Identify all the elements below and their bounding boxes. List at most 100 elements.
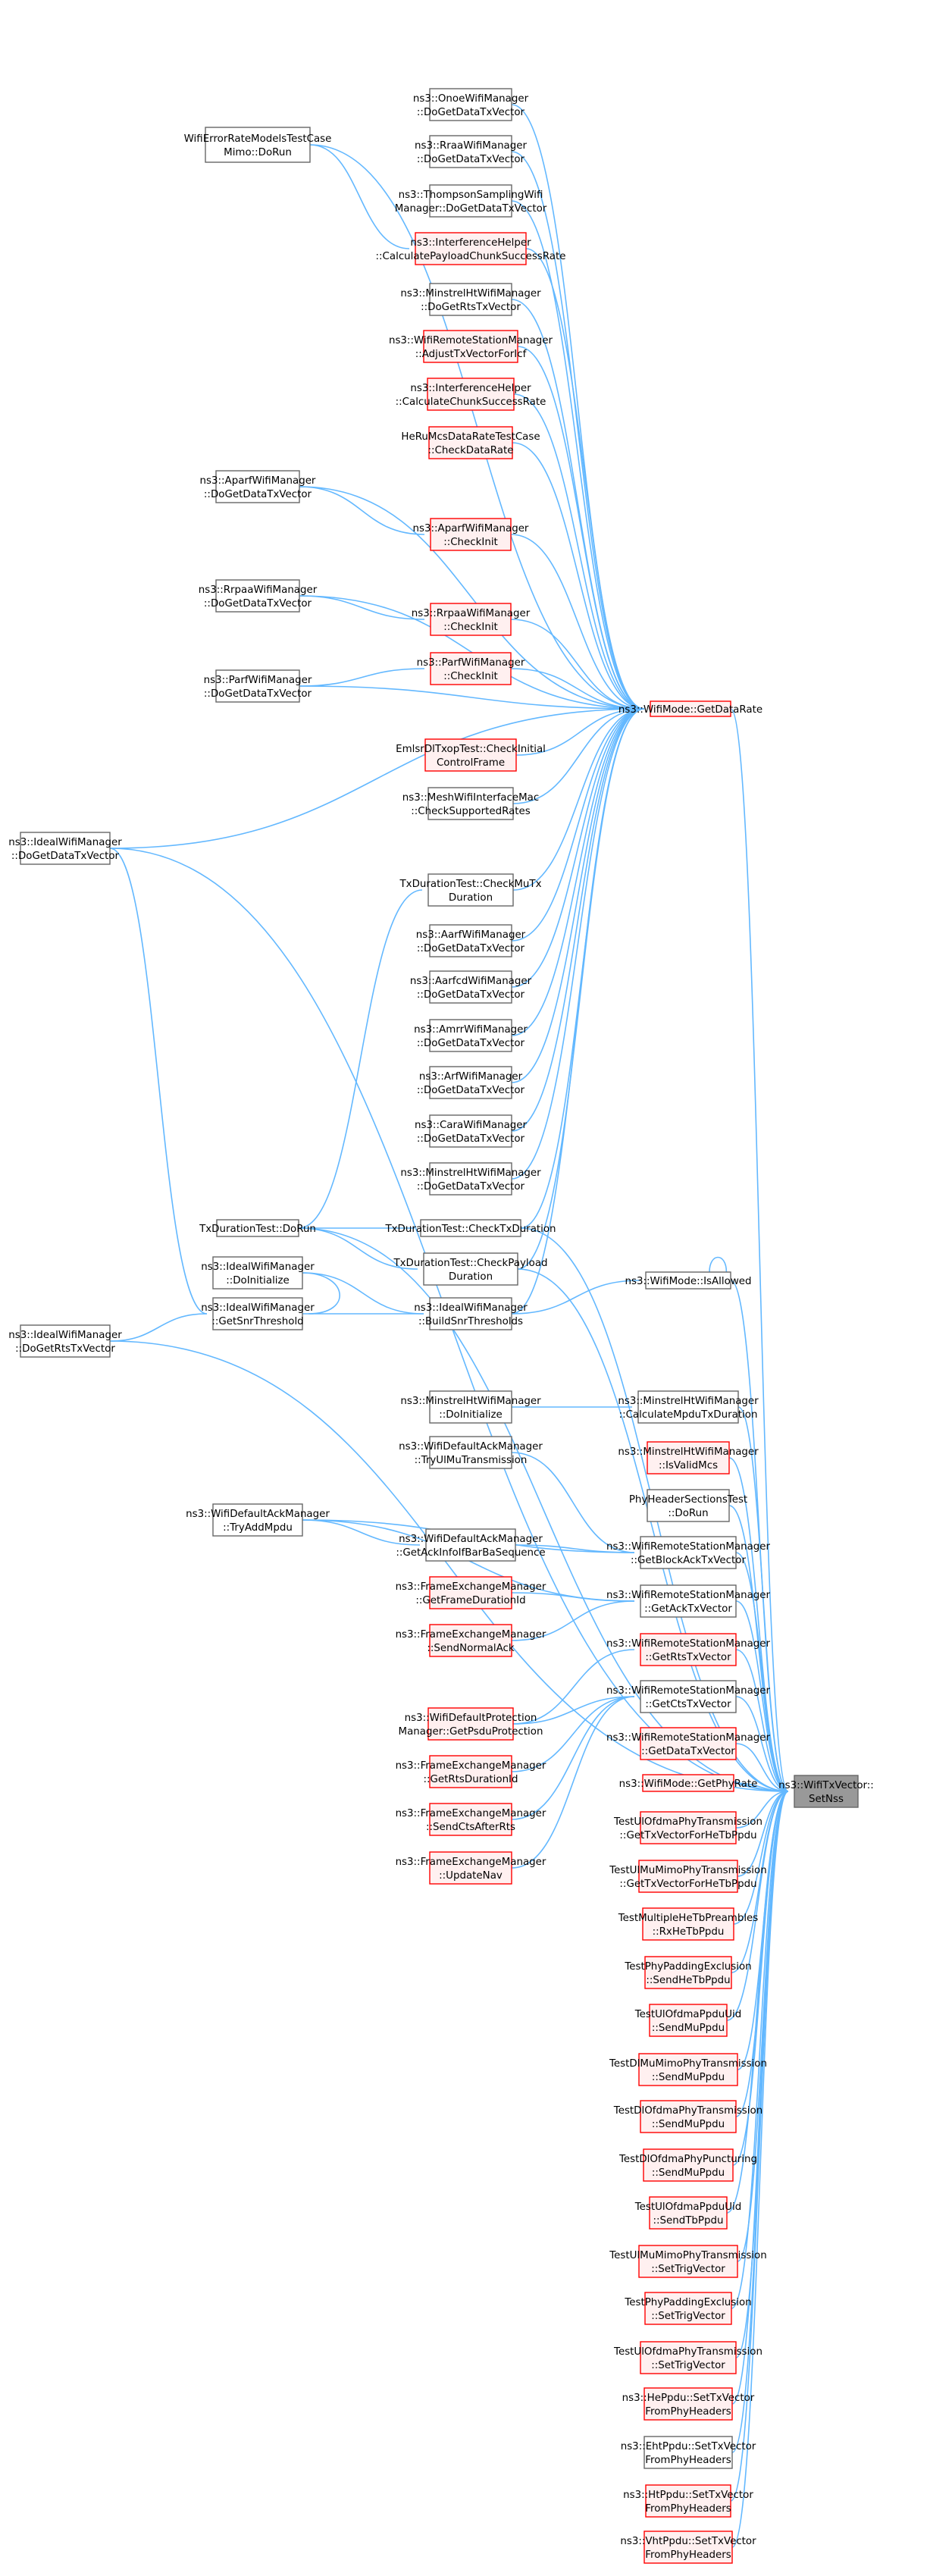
node-aparfdata[interactable]: ns3::AparfWifiManager::DoGetDataTxVector (200, 470, 316, 503)
node-box (638, 2245, 738, 2278)
node-sendcts[interactable]: ns3::FrameExchangeManager::SendCtsAfterR… (396, 1803, 546, 1836)
node-getack[interactable]: ns3::WifiRemoteStationManager::GetAckTxV… (606, 1584, 771, 1618)
node-herumcs[interactable]: HeRuMcsDataRateTestCase::CheckDataRate (401, 426, 540, 459)
node-onoe[interactable]: ns3::OnoeWifiManager::DoGetDataTxVector (413, 88, 529, 121)
node-label: ::CalculatePayloadChunkSuccessRate (376, 251, 566, 262)
node-dlpunct[interactable]: TestDlOfdmaPhyPuncturing::SendMuPpdu (618, 2148, 757, 2182)
node-getblockack[interactable]: ns3::WifiRemoteStationManager::GetBlockA… (606, 1536, 771, 1569)
node-ulofdmtrig[interactable]: TestUlOfdmaPhyTransmission::SetTrigVecto… (613, 2341, 762, 2374)
edge-idealdoinit-to-getsnr (302, 1272, 340, 1315)
node-label: ns3::WifiRemoteStationManager (606, 1638, 771, 1650)
node-box (429, 1297, 512, 1330)
node-ulmimotrig[interactable]: TestUlMuMimoPhyTransmission::SetTrigVect… (609, 2245, 767, 2278)
node-idealrts[interactable]: ns3::IdealWifiManager::DoGetRtsTxVector (8, 1324, 122, 1358)
node-rrpaadata[interactable]: ns3::RrpaaWifiManager::DoGetDataTxVector (199, 579, 318, 613)
node-dlmimosendmu[interactable]: TestDlMuMimoPhyTransmission::SendMuPpdu (609, 2053, 767, 2086)
node-calcchunk[interactable]: ns3::InterferenceHelper::CalculateChunkS… (396, 378, 546, 411)
node-label: ns3::AmrrWifiManager (414, 1024, 528, 1036)
node-padtrig[interactable]: TestPhyPaddingExclusion::SetTrigVector (624, 2292, 752, 2325)
node-calcmpdu[interactable]: ns3::MinstrelHtWifiManager::CalculateMpd… (618, 1390, 759, 1424)
node-label: Manager::DoGetDataTxVector (395, 203, 547, 215)
node-box (429, 283, 512, 316)
node-rrpaainit[interactable]: ns3::RrpaaWifiManager::CheckInit (412, 603, 531, 636)
node-ulmimohetb[interactable]: TestUlMuMimoPhyTransmission::GetTxVector… (609, 1860, 767, 1893)
node-thompson[interactable]: ns3::ThompsonSamplingWifiManager::DoGetD… (395, 184, 547, 218)
node-label: ::CheckInit (443, 537, 498, 548)
node-getrts[interactable]: ns3::WifiRemoteStationManager::GetRtsTxV… (606, 1633, 771, 1666)
node-txdurrun[interactable]: TxDurationTest::DoRun (199, 1219, 316, 1237)
node-getrtsdur[interactable]: ns3::FrameExchangeManager::GetRtsDuratio… (396, 1755, 546, 1788)
node-padsendhetb[interactable]: TestPhyPaddingExclusion::SendHeTbPpdu (624, 1956, 752, 1989)
node-isvalidmcs[interactable]: ns3::MinstrelHtWifiManager::IsValidMcs (618, 1441, 759, 1474)
node-multiplehetb[interactable]: TestMultipleHeTbPreambles::RxHeTbPpdu (618, 1907, 759, 1941)
node-parfinit[interactable]: ns3::ParfWifiManager::CheckInit (417, 652, 525, 685)
node-isallowed[interactable]: ns3::WifiMode::IsAllowed (625, 1271, 752, 1290)
node-minstrelrts[interactable]: ns3::MinstrelHtWifiManager::DoGetRtsTxVe… (400, 283, 541, 316)
node-parfdata[interactable]: ns3::ParfWifiManager::DoGetDataTxVector (204, 669, 312, 703)
node-dlofdmsendmu[interactable]: TestDlOfdmaPhyTransmission::SendMuPpdu (613, 2100, 762, 2133)
node-label: ::GetSnrThreshold (211, 1316, 303, 1327)
node-label: ::DoGetDataTxVector (417, 1038, 525, 1049)
node-ulofdmhetb[interactable]: TestUlOfdmaPhyTransmission::GetTxVectorF… (613, 1811, 762, 1844)
node-ulppduuidtb[interactable]: TestUlOfdmaPpduUid::SendTbPpdu (634, 2196, 741, 2230)
node-aarf[interactable]: ns3::AarfWifiManager::DoGetDataTxVector (416, 924, 526, 957)
edge-vhtppdu-to-setnss (731, 1791, 789, 2548)
node-label: ns3::FrameExchangeManager (396, 1760, 546, 1772)
node-tryadd[interactable]: ns3::WifiDefaultAckManager::TryAddMpdu (186, 1503, 330, 1537)
edge-emlsr-to-getdatarate (515, 708, 645, 756)
node-label: ns3::IdealWifiManager (201, 1302, 315, 1314)
node-label: ns3::RrpaaWifiManager (412, 608, 531, 619)
edge-checkpayload-to-getdatarate (517, 708, 645, 1270)
node-minstreldoinit[interactable]: ns3::MinstrelHtWifiManager::DoInitialize (400, 1390, 541, 1424)
edge-getrtsdur-to-getcts (511, 1696, 635, 1772)
node-ulppduuidmu[interactable]: TestUlOfdmaPpduUid::SendMuPpdu (634, 2004, 741, 2037)
node-tryul[interactable]: ns3::WifiDefaultAckManager::TryUlMuTrans… (399, 1436, 543, 1469)
edge-checkmutx-to-getdatarate (512, 708, 645, 891)
node-box (427, 378, 515, 411)
node-label: TestPhyPaddingExclusion (624, 2297, 751, 2308)
node-checktxdur[interactable]: TxDurationTest::CheckTxDuration (384, 1219, 556, 1237)
node-idealdoinit[interactable]: ns3::IdealWifiManager::DoInitialize (201, 1256, 315, 1290)
node-updatenav[interactable]: ns3::FrameExchangeManager::UpdateNav (396, 1851, 546, 1885)
node-buildsnr[interactable]: ns3::IdealWifiManager::BuildSnrThreshold… (414, 1297, 528, 1330)
node-calcpayload[interactable]: ns3::InterferenceHelper::CalculatePayloa… (376, 232, 566, 265)
node-getframedur[interactable]: ns3::FrameExchangeManager::GetFrameDurat… (396, 1576, 546, 1609)
node-getackinfo[interactable]: ns3::WifiDefaultAckManager::GetAckInfoIf… (396, 1528, 546, 1562)
node-label: ns3::AparfWifiManager (413, 523, 529, 534)
node-getdatarate[interactable]: ns3::WifiMode::GetDataRate (618, 700, 762, 717)
node-phyheader[interactable]: PhyHeaderSectionsTest::DoRun (629, 1489, 747, 1522)
node-mesh[interactable]: ns3::MeshWifiInterfaceMac::CheckSupporte… (402, 787, 539, 820)
node-getsnr[interactable]: ns3::IdealWifiManager::GetSnrThreshold (201, 1297, 315, 1330)
edge-layer (109, 104, 789, 2548)
node-minstreldata[interactable]: ns3::MinstrelHtWifiManager::DoGetDataTxV… (400, 1162, 541, 1196)
node-getpsdu[interactable]: ns3::WifiDefaultProtectionManager::GetPs… (399, 1707, 543, 1741)
node-aarfcd[interactable]: ns3::AarfcdWifiManager::DoGetDataTxVecto… (410, 970, 532, 1004)
node-arf[interactable]: ns3::ArfWifiManager::DoGetDataTxVector (417, 1066, 525, 1099)
node-label: ::RxHeTbPpdu (653, 1926, 725, 1938)
node-label: ::GetAckInfoIfBarBaSequence (396, 1547, 545, 1559)
node-label: ::DoInitialize (226, 1275, 290, 1286)
node-emlsr[interactable]: EmlsrDlTxopTest::CheckInitialControlFram… (396, 738, 546, 772)
node-label: ::DoGetDataTxVector (417, 1181, 525, 1192)
node-getdatatx[interactable]: ns3::WifiRemoteStationManager::GetDataTx… (606, 1727, 771, 1760)
node-getcts[interactable]: ns3::WifiRemoteStationManager::GetCtsTxV… (606, 1680, 771, 1713)
node-cara[interactable]: ns3::CaraWifiManager::DoGetDataTxVector (415, 1114, 528, 1148)
node-aparfinit[interactable]: ns3::AparfWifiManager::CheckInit (413, 518, 529, 551)
node-setnss[interactable]: ns3::WifiTxVector::SetNss (778, 1775, 874, 1808)
node-box (642, 1907, 734, 1941)
node-sendnormalack[interactable]: ns3::FrameExchangeManager::SendNormalAck (396, 1624, 546, 1657)
node-box (429, 924, 512, 957)
node-getphyrate[interactable]: ns3::WifiMode::GetPhyRate (619, 1774, 758, 1792)
node-box (216, 1219, 299, 1237)
node-adjust[interactable]: ns3::WifiRemoteStationManager::AdjustTxV… (389, 330, 553, 363)
node-idealdata[interactable]: ns3::IdealWifiManager::DoGetDataTxVector (8, 832, 122, 865)
node-amrr[interactable]: ns3::AmrrWifiManager::DoGetDataTxVector (414, 1019, 528, 1052)
node-rraa[interactable]: ns3::RraaWifiManager::DoGetDataTxVector (415, 135, 528, 168)
